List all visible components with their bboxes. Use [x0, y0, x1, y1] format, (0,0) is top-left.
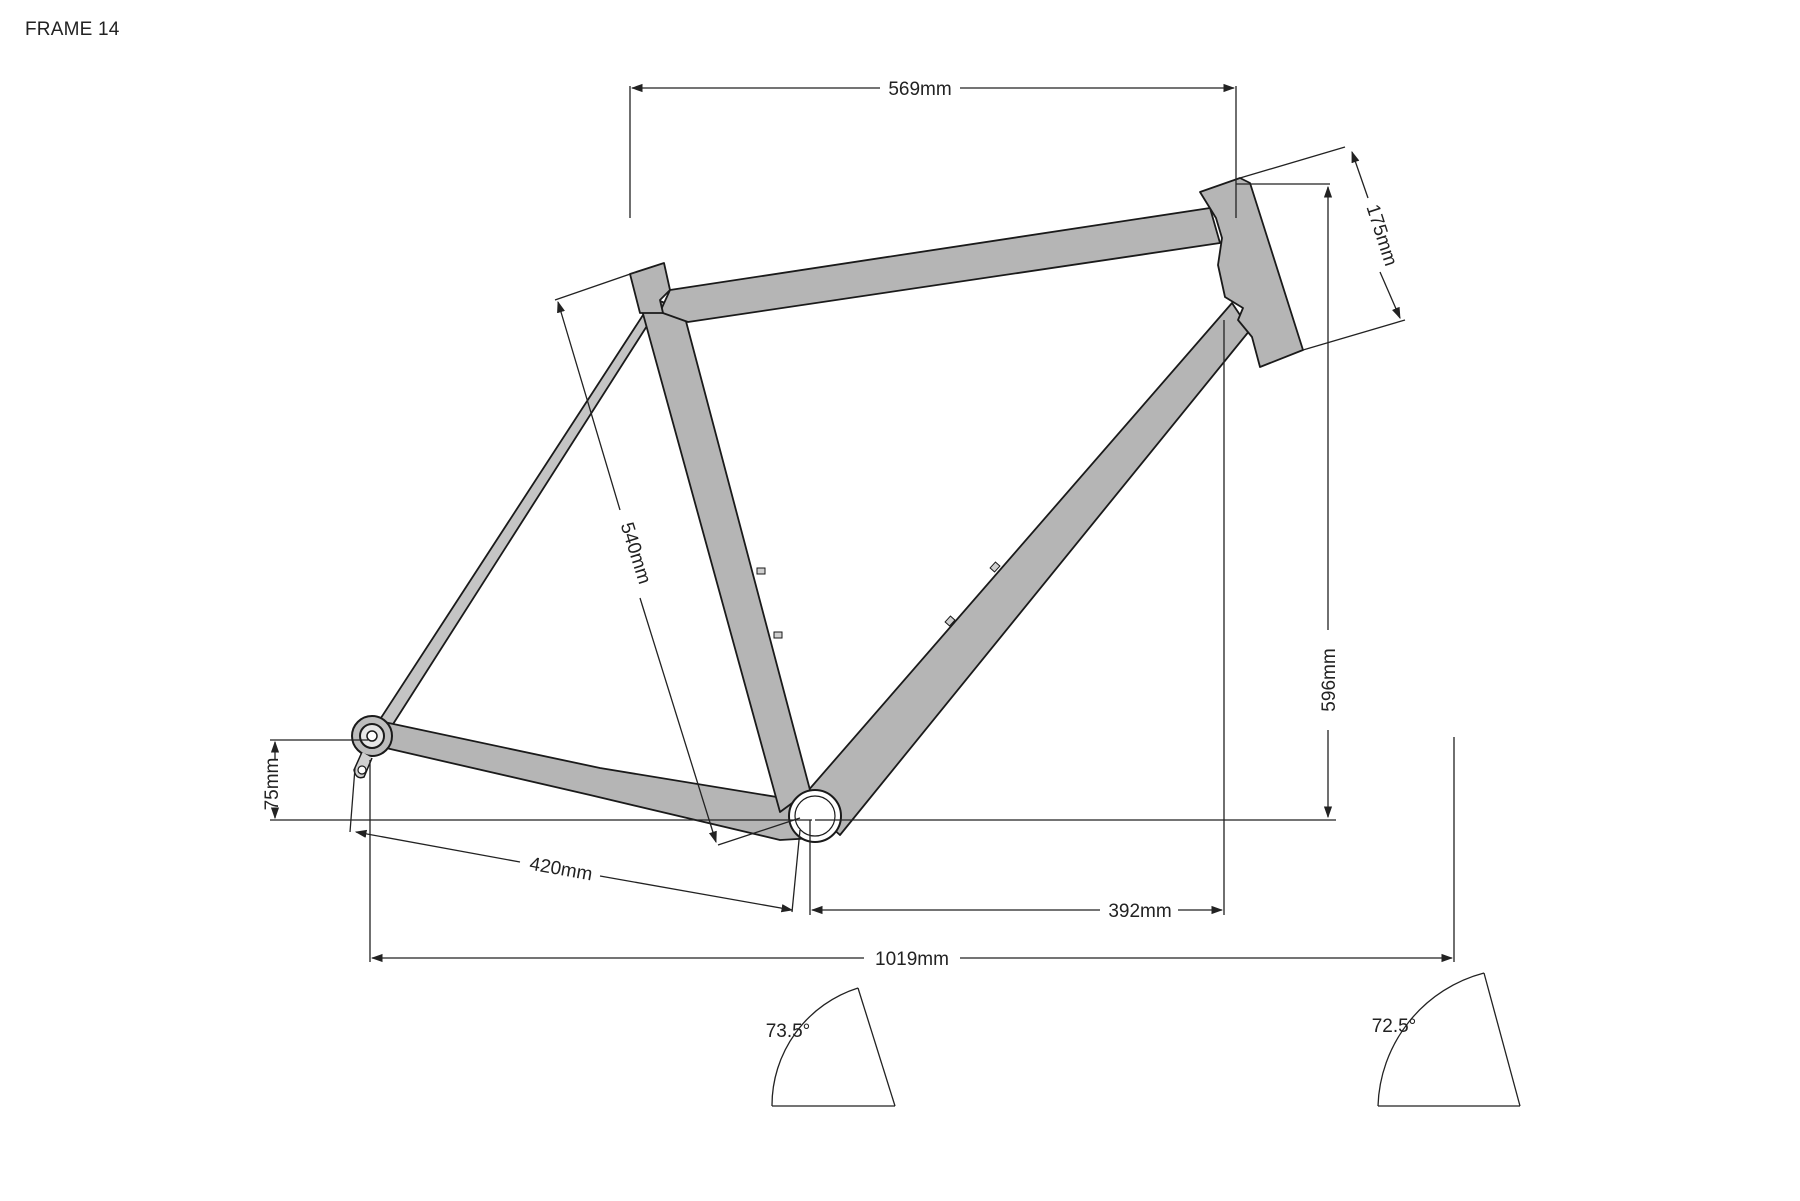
reach-label: 569mm: [888, 79, 951, 100]
seat-angle-label: 73.5°: [766, 1021, 811, 1042]
bb-drop-label: 75mm: [262, 758, 283, 811]
bottle-bosses: [756, 561, 1001, 639]
head-tube: [1199, 177, 1304, 368]
top-tube: [659, 207, 1221, 323]
chain-stay: [383, 721, 816, 841]
bottom-bracket-shell: [788, 789, 842, 843]
seat-stay: [376, 311, 653, 733]
chainstay-dimension-right: [599, 875, 794, 913]
chainstay-dimension-left: [354, 829, 521, 863]
chainstay-length-label: 420mm: [528, 854, 594, 886]
stack-label: 596mm: [1319, 648, 1340, 711]
seat-tube: [636, 291, 811, 813]
rear-dropout: [351, 715, 393, 779]
bike-frame: [351, 177, 1304, 843]
head-angle-label: 72.5°: [1372, 1016, 1417, 1037]
head-angle-wedge: [1377, 972, 1521, 1107]
head-tube-length-label: 175mm: [1361, 202, 1401, 269]
seat-cluster: [629, 262, 671, 314]
seat-tube-length-label: 540mm: [616, 520, 655, 587]
front-center-label: 392mm: [1108, 901, 1171, 922]
down-tube: [799, 302, 1251, 836]
wheelbase-label: 1019mm: [875, 949, 949, 970]
seat-angle-wedge: [771, 987, 896, 1107]
seat-tube-dimension-lower: [639, 597, 717, 844]
frame-title: FRAME 14: [25, 19, 120, 40]
dimension-lines: [270, 83, 1521, 1107]
bottom-bracket-inner: [794, 795, 836, 837]
head-tube-dimension-lower: [1379, 271, 1401, 320]
head-tube-dimension-upper: [1351, 150, 1369, 199]
seat-tube-dimension-upper: [557, 300, 621, 511]
